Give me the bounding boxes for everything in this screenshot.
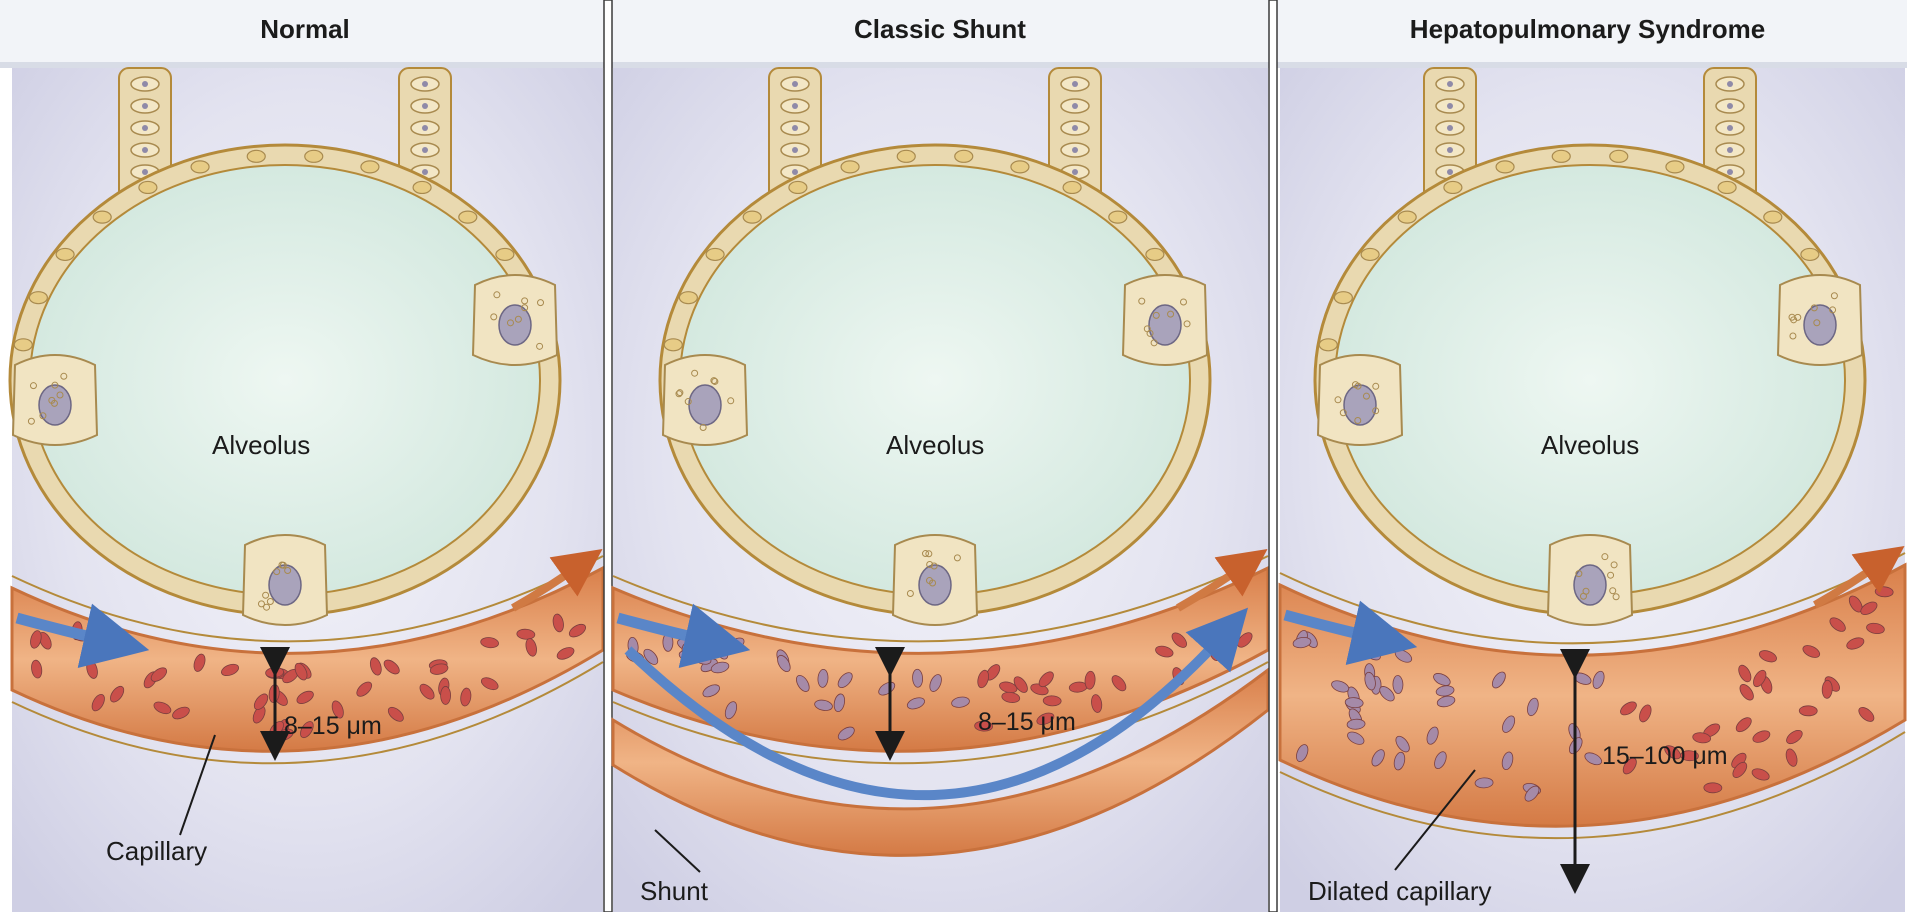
oxygenated-red-cell [441,686,451,704]
type-1-cell [789,181,807,193]
panel-divider [1269,0,1277,912]
type-1-cell [1398,211,1416,223]
cell-nucleus [1727,169,1733,175]
type-1-cell [1666,161,1684,173]
alveolus-lumen [680,165,1190,595]
panel-title-hepatopulmonary-syndrome: Hepatopulmonary Syndrome [1280,14,1895,45]
type-1-cell [1063,181,1081,193]
cell-nucleus [422,169,428,175]
vessel-label-dilated-capillary: Dilated capillary [1308,876,1492,907]
type-1-cell [664,339,682,351]
cell-nucleus [142,125,148,131]
pneumocyte-nucleus [499,305,531,345]
oxygenated-red-cell [1799,706,1817,716]
type-1-cell [14,339,32,351]
cell-nucleus [1727,81,1733,87]
cell-nucleus [792,147,798,153]
cell-nucleus [792,169,798,175]
type-1-cell [841,161,859,173]
vessel-label-shunt: Shunt [640,876,708,907]
cell-nucleus [1727,103,1733,109]
cell-nucleus [422,103,428,109]
type-1-cell [1718,181,1736,193]
type-1-cell [1444,181,1462,193]
cell-nucleus [1072,169,1078,175]
type-1-cell [139,181,157,193]
type-1-cell [706,248,724,260]
cell-nucleus [422,147,428,153]
type-1-cell [29,292,47,304]
measurement-label-normal: 8–15 μm [284,712,382,741]
cell-nucleus [1447,125,1453,131]
type-1-cell [496,248,514,260]
cell-nucleus [1072,103,1078,109]
panel-classic-shunt [613,68,1268,912]
type-1-cell [1801,248,1819,260]
cell-nucleus [1727,125,1733,131]
cell-nucleus [1727,147,1733,153]
cell-nucleus [142,147,148,153]
alveolus-lumen [30,165,540,595]
type-1-cell [955,150,973,162]
cell-nucleus [792,125,798,131]
type-1-cell [1361,248,1379,260]
cell-nucleus [1447,147,1453,153]
pneumocyte-nucleus [689,385,721,425]
cell-nucleus [142,169,148,175]
alveolus-label-normal: Alveolus [212,430,310,461]
cell-nucleus [1072,81,1078,87]
type-1-cell [1011,161,1029,173]
cell-nucleus [1447,81,1453,87]
type-1-cell [679,292,697,304]
oxygenated-red-cell [1043,696,1061,707]
cell-nucleus [792,103,798,109]
type-1-cell [1764,211,1782,223]
cell-nucleus [1447,169,1453,175]
cell-nucleus [1447,103,1453,109]
type-1-cell [191,161,209,173]
type-1-cell [897,150,915,162]
type-1-cell [1496,161,1514,173]
alveolus-lumen [1335,165,1845,595]
type-1-cell [1109,211,1127,223]
panel-hepatopulmonary [1280,68,1905,912]
type-1-cell [413,181,431,193]
type-1-cell [743,211,761,223]
type-1-cell [247,150,265,162]
header-divider [0,62,1907,68]
deoxygenated-red-cell [1393,675,1404,693]
type-1-cell [459,211,477,223]
cell-nucleus [1072,125,1078,131]
type-1-cell [1610,150,1628,162]
measurement-label-classic-shunt: 8–15 μm [978,708,1076,737]
oxygenated-red-cell [1704,783,1722,793]
panel-normal [10,68,603,912]
type-1-cell [1146,248,1164,260]
vessel-label-capillary: Capillary [106,836,207,867]
pneumocyte-nucleus [1149,305,1181,345]
alveolus-label-classic-shunt: Alveolus [886,430,984,461]
type-1-cell [56,248,74,260]
measurement-label-hepatopulmonary: 15–100 μm [1602,742,1728,771]
type-1-cell [1552,150,1570,162]
cell-nucleus [792,81,798,87]
panel-divider [604,0,612,912]
type-1-cell [1334,292,1352,304]
cell-nucleus [1072,147,1078,153]
type-1-cell [305,150,323,162]
type-1-cell [93,211,111,223]
panel-title-normal: Normal [10,14,600,45]
cell-nucleus [422,81,428,87]
cell-nucleus [142,81,148,87]
alveolus-label-hepatopulmonary: Alveolus [1541,430,1639,461]
type-1-cell [1319,339,1337,351]
oxygenated-red-cell [98,646,116,656]
cell-nucleus [422,125,428,131]
type-1-cell [361,161,379,173]
pneumocyte-nucleus [1804,305,1836,345]
panel-title-classic-shunt: Classic Shunt [610,14,1270,45]
cell-nucleus [142,103,148,109]
